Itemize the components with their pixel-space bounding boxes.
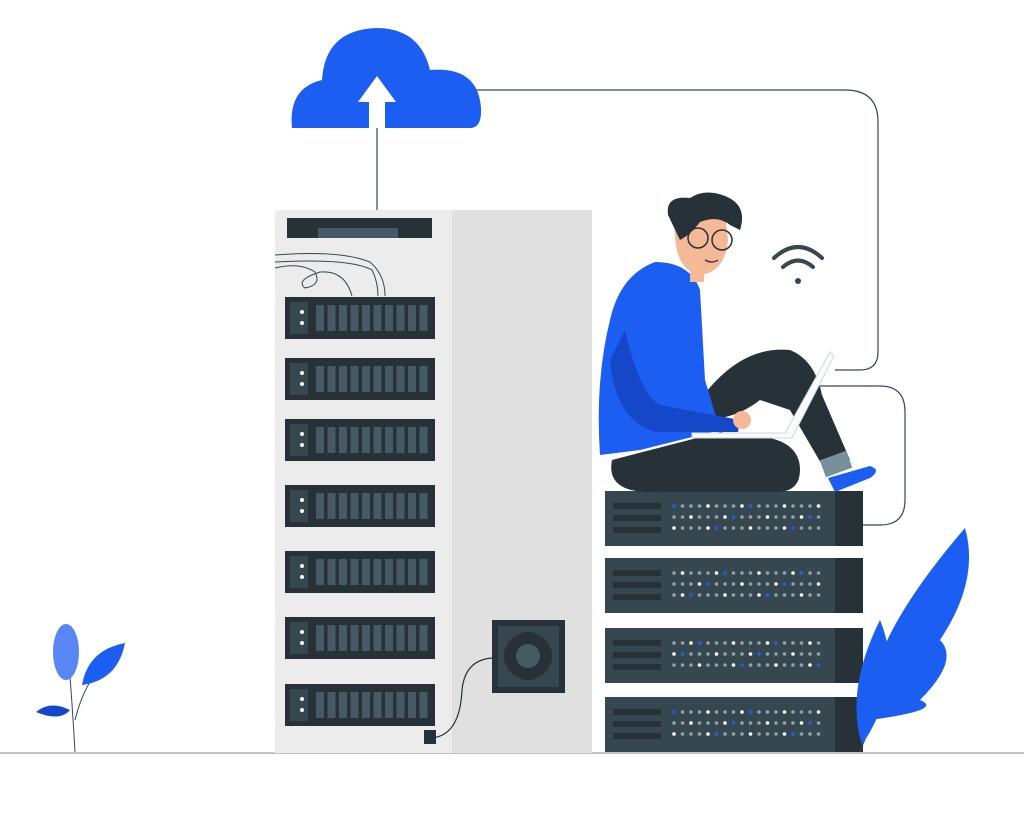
connection-line: [470, 89, 879, 371]
connection-line: [820, 385, 906, 526]
drive-bay: [285, 551, 435, 593]
plant-left: [36, 624, 125, 753]
drive-bay: [285, 419, 435, 461]
drive-bay: [285, 684, 435, 726]
wifi-icon: [772, 245, 824, 284]
drive-bay: [285, 617, 435, 659]
server-unit: [605, 558, 863, 613]
drive-bay: [285, 485, 435, 527]
plant-right: [856, 528, 970, 753]
server-unit: [605, 628, 863, 683]
server-tower: [274, 210, 592, 753]
server-stack: [605, 491, 863, 752]
server-unit: [605, 697, 863, 752]
drive-bay: [285, 297, 435, 339]
drive-bay: [285, 358, 435, 400]
server-unit: [605, 491, 863, 546]
person: [598, 192, 876, 493]
cloud-upload-icon: [291, 28, 482, 128]
